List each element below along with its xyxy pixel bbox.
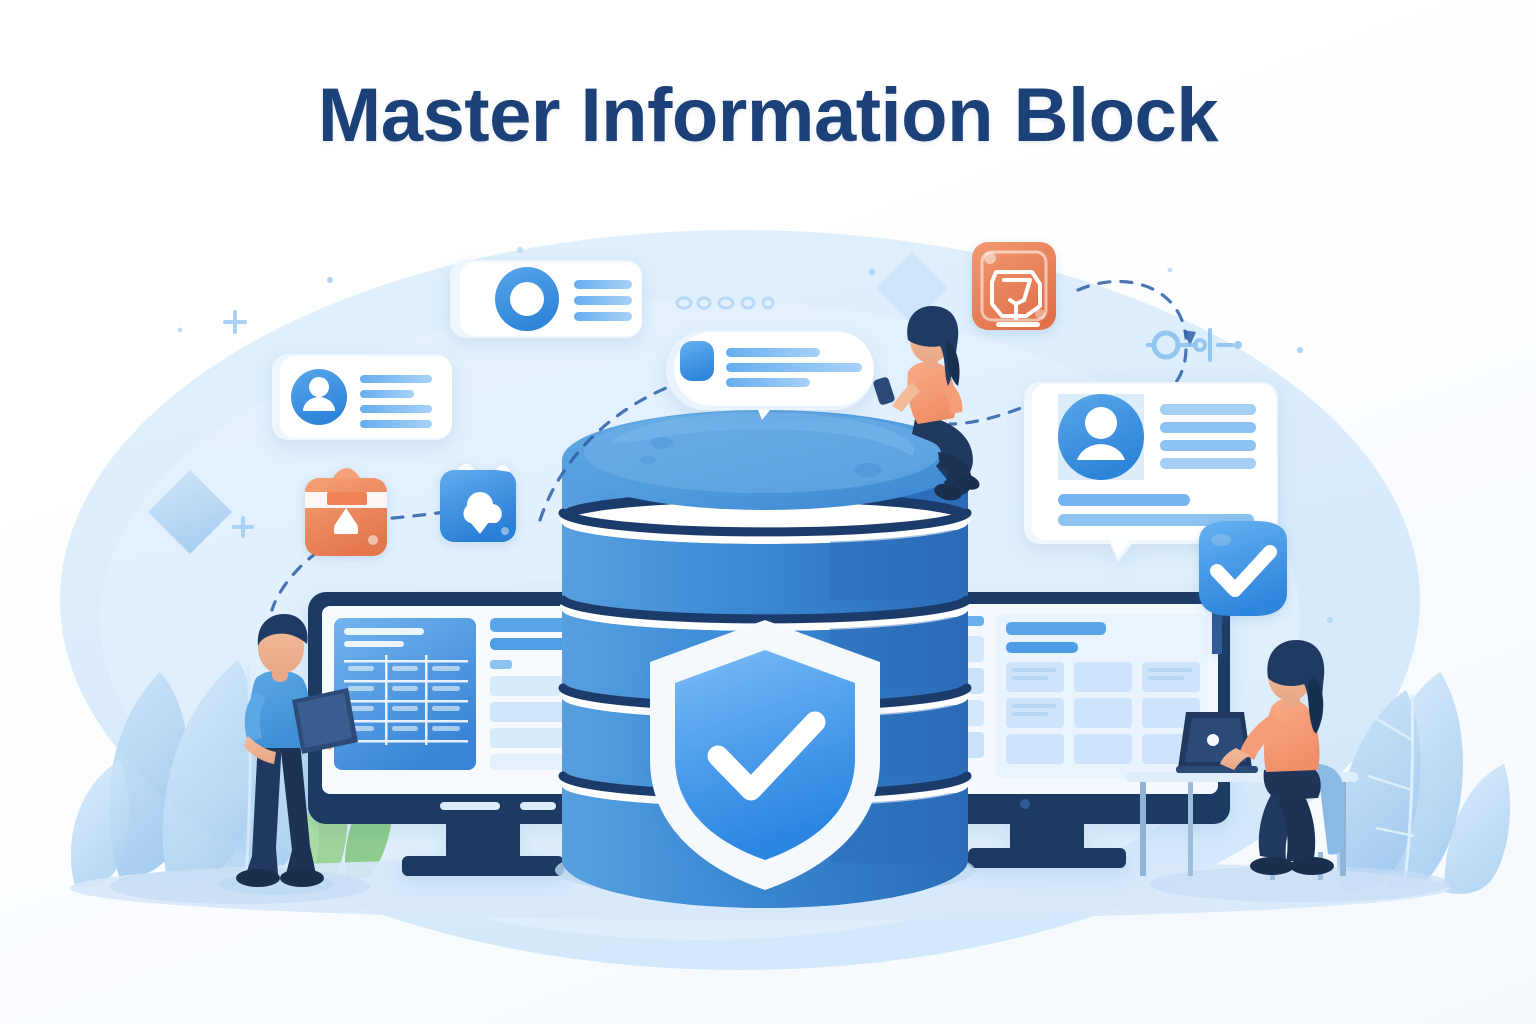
decor-dots-row: [675, 296, 775, 310]
person-at-desk-with-laptop: [1220, 640, 1334, 875]
verified-check-badge[interactable]: [1199, 521, 1287, 654]
profile-card-right-lines: [1160, 404, 1256, 469]
record-card-top[interactable]: [450, 260, 642, 338]
blue-square-badge: [680, 341, 714, 381]
record-card-top-lines: [574, 280, 632, 321]
security-shield[interactable]: [650, 620, 880, 890]
profile-card-left[interactable]: [272, 354, 452, 440]
pill-card-center[interactable]: [666, 330, 874, 420]
node-link-icon: [1146, 328, 1242, 362]
check-icon: [707, 711, 826, 801]
profile-card-right-footer-lines: [1058, 494, 1254, 526]
phone-device: [873, 377, 895, 405]
pill-card-lines: [726, 348, 862, 387]
foliage-right: [1336, 672, 1511, 894]
profile-card-right[interactable]: [1024, 382, 1278, 562]
folder-archive-icon[interactable]: [305, 468, 387, 556]
monitor-right[interactable]: [900, 592, 1230, 868]
foreground-sparkles: [177, 247, 1333, 623]
cloud-upload-icon[interactable]: [440, 464, 516, 542]
person-with-tablet: [218, 614, 358, 895]
decor-diamond-left: [148, 470, 232, 554]
person-with-phone-on-database: [873, 306, 980, 501]
page-title: Master Information Block: [317, 73, 1219, 158]
decor-diamond-top: [876, 252, 948, 324]
secure-print-icon[interactable]: [972, 242, 1056, 330]
profile-card-left-lines: [360, 375, 432, 428]
check-icon: [1210, 545, 1277, 597]
